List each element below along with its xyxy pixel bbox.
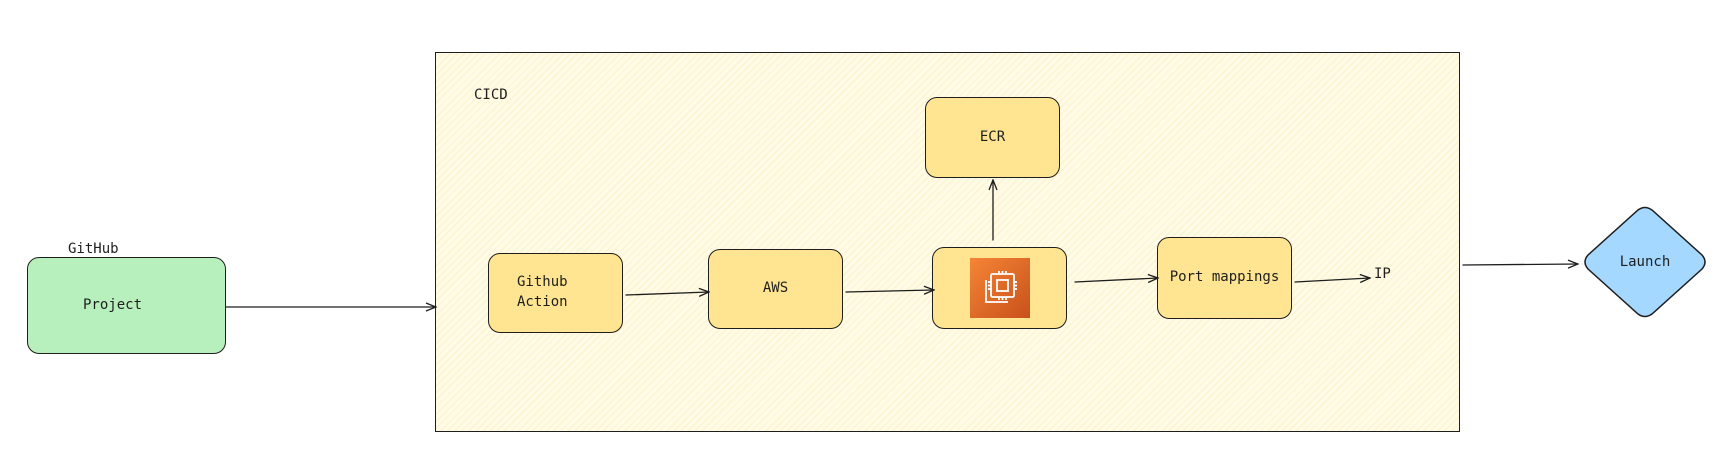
launch-diamond-shape [1584,206,1706,318]
ec2-node [932,247,1067,329]
project-node: Project [27,257,226,354]
aws-ec2-icon [969,258,1030,318]
github-group-label: GitHub [68,241,119,257]
project-node-label: Project [83,296,143,313]
port-mappings-node: Port mappings [1157,237,1292,319]
arrow-cicd-to-launch [1462,264,1578,265]
github-action-node: Github Action [488,253,623,333]
ip-label: IP [1374,266,1391,282]
port-mappings-node-label: Port mappings [1169,269,1280,286]
ecr-node-label: ECR [979,128,1006,145]
aws-node-label: AWS [762,280,789,297]
github-action-node-label: Github Action [517,274,568,310]
ecr-node: ECR [925,97,1060,178]
launch-node-label: Launch [1619,254,1671,270]
launch-node: Launch [1582,206,1708,318]
cicd-frame-label: CICD [474,87,508,103]
aws-node: AWS [708,249,843,329]
